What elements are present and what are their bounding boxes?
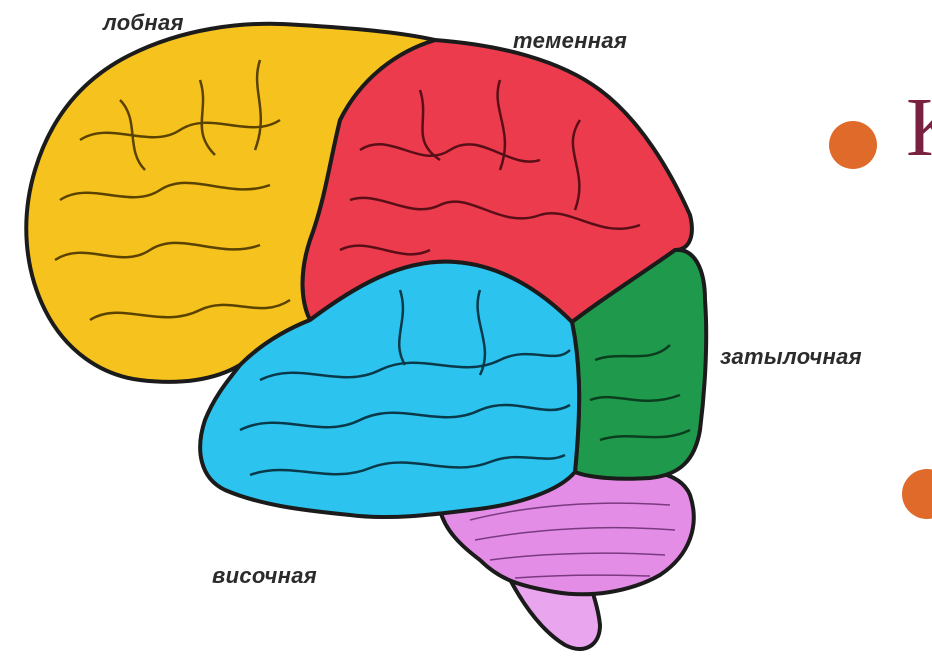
label-parietal: теменная <box>513 28 627 54</box>
label-frontal: лобная <box>103 10 184 36</box>
bullet-text: К <box>906 86 932 170</box>
bullet-icon <box>829 121 877 169</box>
label-temporal: височная <box>212 563 317 589</box>
label-occipital: затылочная <box>720 344 862 370</box>
